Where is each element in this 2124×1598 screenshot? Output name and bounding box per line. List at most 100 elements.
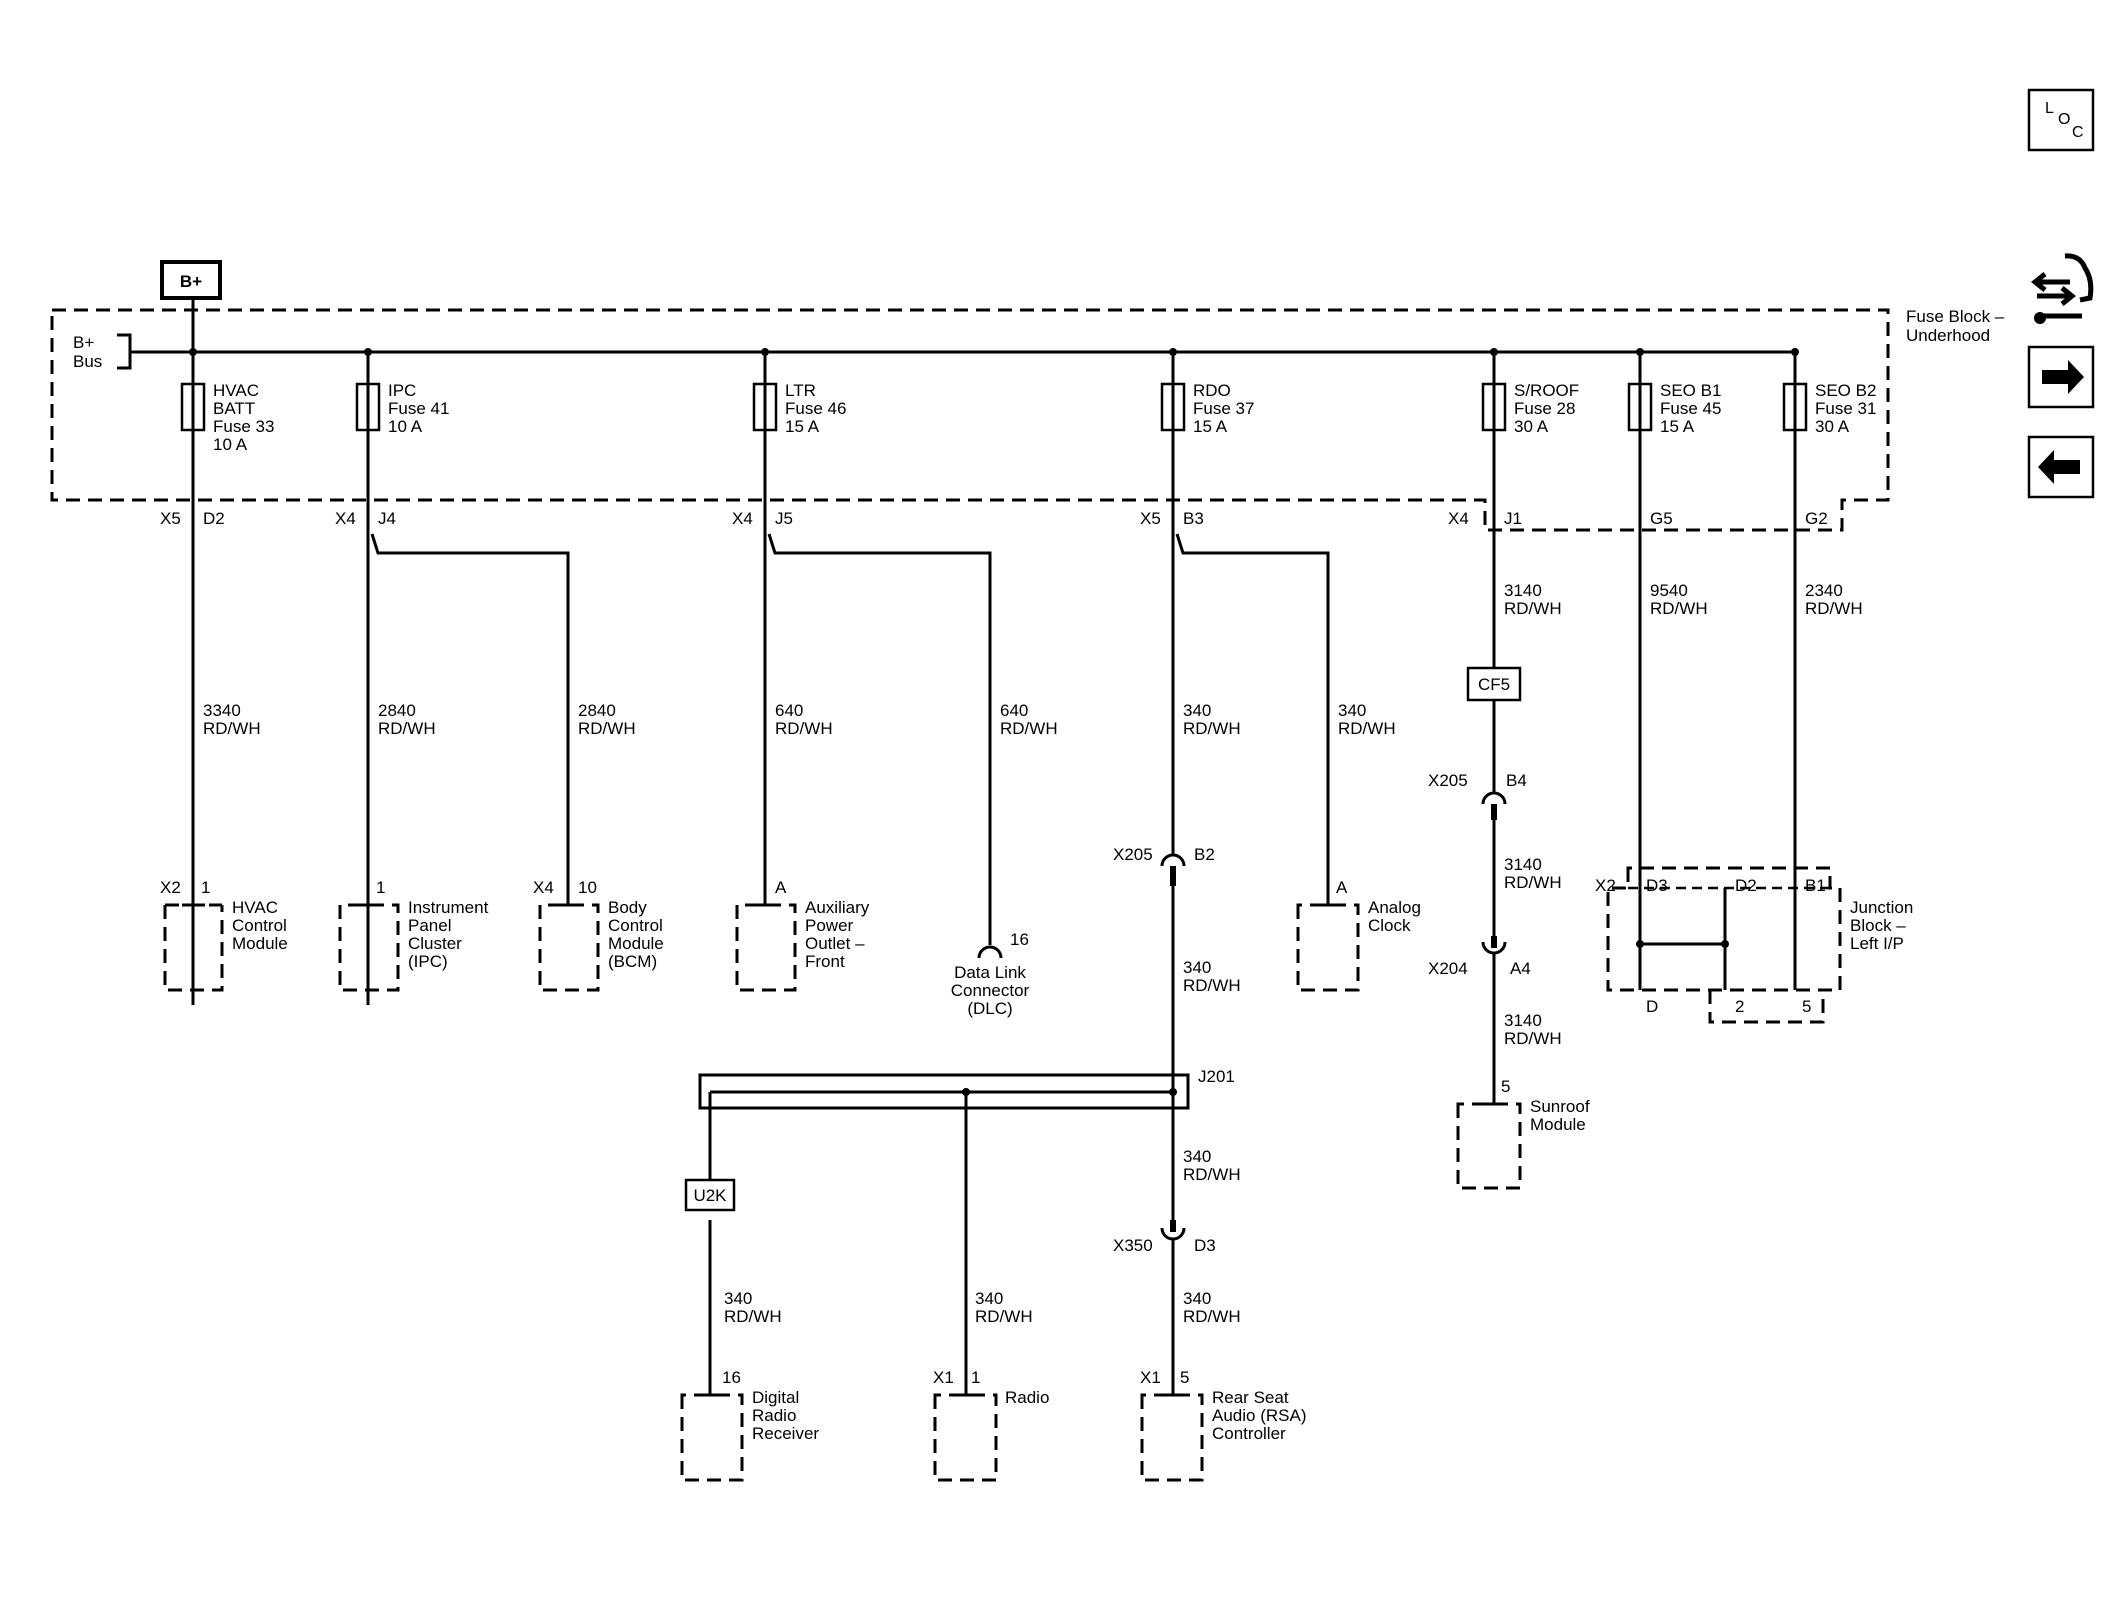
svg-text:Rear Seat: Rear Seat bbox=[1212, 1388, 1289, 1407]
svg-text:Fuse 31: Fuse 31 bbox=[1815, 399, 1876, 418]
fuse-ipc: IPC Fuse 41 10 A X4 J4 bbox=[335, 348, 449, 1005]
svg-text:RD/WH: RD/WH bbox=[1183, 1307, 1241, 1326]
svg-text:X4: X4 bbox=[1448, 509, 1469, 528]
svg-text:LTR: LTR bbox=[785, 381, 816, 400]
svg-text:X4: X4 bbox=[335, 509, 356, 528]
svg-text:Connector: Connector bbox=[951, 981, 1030, 1000]
svg-text:G5: G5 bbox=[1650, 509, 1673, 528]
svg-text:Panel: Panel bbox=[408, 916, 451, 935]
junction-block-left-ip: X2 D3 D2 B1 Junction Block – Left I/P D … bbox=[1595, 866, 1913, 1024]
svg-text:RDO: RDO bbox=[1193, 381, 1231, 400]
hvac-control-module: X2 1 HVAC Control Module bbox=[160, 878, 288, 992]
svg-text:340: 340 bbox=[1183, 701, 1211, 720]
svg-text:RD/WH: RD/WH bbox=[203, 719, 261, 738]
svg-text:RD/WH: RD/WH bbox=[578, 719, 636, 738]
svg-text:D3: D3 bbox=[1194, 1236, 1216, 1255]
svg-text:15 A: 15 A bbox=[1193, 417, 1228, 436]
svg-text:(IPC): (IPC) bbox=[408, 952, 448, 971]
svg-text:X1: X1 bbox=[1140, 1368, 1161, 1387]
svg-text:D2: D2 bbox=[1735, 876, 1757, 895]
svg-text:Power: Power bbox=[805, 916, 854, 935]
svg-text:CF5: CF5 bbox=[1478, 675, 1510, 694]
svg-text:Outlet –: Outlet – bbox=[805, 934, 865, 953]
svg-text:Audio (RSA): Audio (RSA) bbox=[1212, 1406, 1306, 1425]
dlc-branch bbox=[767, 533, 992, 945]
fuse-ltr: LTR Fuse 46 15 A X4 J5 bbox=[732, 348, 846, 905]
svg-text:Fuse 45: Fuse 45 bbox=[1660, 399, 1721, 418]
svg-text:RD/WH: RD/WH bbox=[1338, 719, 1396, 738]
svg-text:2: 2 bbox=[1735, 997, 1744, 1016]
svg-text:J4: J4 bbox=[378, 509, 396, 528]
svg-text:3140: 3140 bbox=[1504, 1011, 1542, 1030]
svg-text:16: 16 bbox=[1010, 930, 1029, 949]
svg-text:RD/WH: RD/WH bbox=[1805, 599, 1863, 618]
svg-text:B3: B3 bbox=[1183, 509, 1204, 528]
svg-text:A: A bbox=[1336, 878, 1348, 897]
x204-a4-connector: X204 A4 bbox=[1428, 936, 1531, 978]
svg-text:Block –: Block – bbox=[1850, 916, 1906, 935]
radio: X1 1 Radio bbox=[933, 1368, 1049, 1482]
fuse-seo-b2: SEO B2 Fuse 31 30 A G2 bbox=[1782, 348, 1876, 990]
svg-text:U2K: U2K bbox=[693, 1186, 727, 1205]
svg-text:Left I/P: Left I/P bbox=[1850, 934, 1904, 953]
svg-text:(BCM): (BCM) bbox=[608, 952, 657, 971]
svg-text:Module: Module bbox=[1530, 1115, 1586, 1134]
svg-text:X204: X204 bbox=[1428, 959, 1468, 978]
svg-text:RD/WH: RD/WH bbox=[378, 719, 436, 738]
svg-text:(DLC): (DLC) bbox=[967, 999, 1012, 1018]
j201-splice: J201 bbox=[698, 1067, 1235, 1110]
svg-text:D3: D3 bbox=[1646, 876, 1668, 895]
fuse-rdo: RDO Fuse 37 15 A X5 B3 bbox=[1140, 348, 1254, 855]
b-plus-label: B+ bbox=[180, 272, 202, 291]
svg-text:Fuse 28: Fuse 28 bbox=[1514, 399, 1575, 418]
svg-text:340: 340 bbox=[724, 1289, 752, 1308]
svg-text:Front: Front bbox=[805, 952, 845, 971]
svg-text:HVAC: HVAC bbox=[232, 898, 278, 917]
svg-text:J201: J201 bbox=[1198, 1067, 1235, 1086]
svg-text:Body: Body bbox=[608, 898, 647, 917]
svg-text:2340: 2340 bbox=[1805, 581, 1843, 600]
svg-text:RD/WH: RD/WH bbox=[1183, 1165, 1241, 1184]
b-plus-box bbox=[160, 260, 222, 300]
svg-text:RD/WH: RD/WH bbox=[1504, 599, 1562, 618]
previous-arrow-button[interactable] bbox=[2027, 435, 2095, 499]
connector-tool-icon[interactable] bbox=[2030, 253, 2094, 324]
svg-text:X5: X5 bbox=[160, 509, 181, 528]
svg-text:5: 5 bbox=[1802, 997, 1811, 1016]
svg-text:SEO B2: SEO B2 bbox=[1815, 381, 1876, 400]
svg-text:X4: X4 bbox=[533, 878, 554, 897]
svg-text:Radio: Radio bbox=[752, 1406, 796, 1425]
svg-text:10 A: 10 A bbox=[388, 417, 423, 436]
svg-text:Control: Control bbox=[232, 916, 287, 935]
svg-text:Module: Module bbox=[608, 934, 664, 953]
svg-text:15 A: 15 A bbox=[1660, 417, 1695, 436]
analog-clock: A Analog Clock bbox=[1296, 878, 1421, 992]
svg-text:Cluster: Cluster bbox=[408, 934, 462, 953]
svg-text:2840: 2840 bbox=[378, 701, 416, 720]
svg-text:RD/WH: RD/WH bbox=[775, 719, 833, 738]
fuse-hvac: HVAC BATT Fuse 33 10 A X5 D2 bbox=[160, 348, 274, 1005]
next-arrow-button[interactable] bbox=[2027, 345, 2095, 409]
x205-b4-connector: X205 B4 bbox=[1428, 771, 1527, 820]
bcm-branch bbox=[370, 533, 570, 905]
svg-text:D: D bbox=[1646, 997, 1658, 1016]
bus-label: B+ bbox=[73, 333, 94, 352]
svg-text:640: 640 bbox=[1000, 701, 1028, 720]
svg-text:5: 5 bbox=[1180, 1368, 1189, 1387]
svg-text:X5: X5 bbox=[1140, 509, 1161, 528]
svg-text:15 A: 15 A bbox=[785, 417, 820, 436]
svg-text:1: 1 bbox=[201, 878, 210, 897]
svg-text:3140: 3140 bbox=[1504, 581, 1542, 600]
location-button[interactable]: L O C bbox=[2027, 88, 2095, 152]
cf5-box: CF5 bbox=[1466, 666, 1522, 702]
svg-text:Junction: Junction bbox=[1850, 898, 1913, 917]
svg-text:30 A: 30 A bbox=[1514, 417, 1549, 436]
svg-text:2840: 2840 bbox=[578, 701, 616, 720]
svg-text:Sunroof: Sunroof bbox=[1530, 1097, 1590, 1116]
svg-text:J1: J1 bbox=[1504, 509, 1522, 528]
svg-text:340: 340 bbox=[1183, 958, 1211, 977]
svg-text:Fuse 41: Fuse 41 bbox=[388, 399, 449, 418]
svg-text:Digital: Digital bbox=[752, 1388, 799, 1407]
svg-text:10 A: 10 A bbox=[213, 435, 248, 454]
